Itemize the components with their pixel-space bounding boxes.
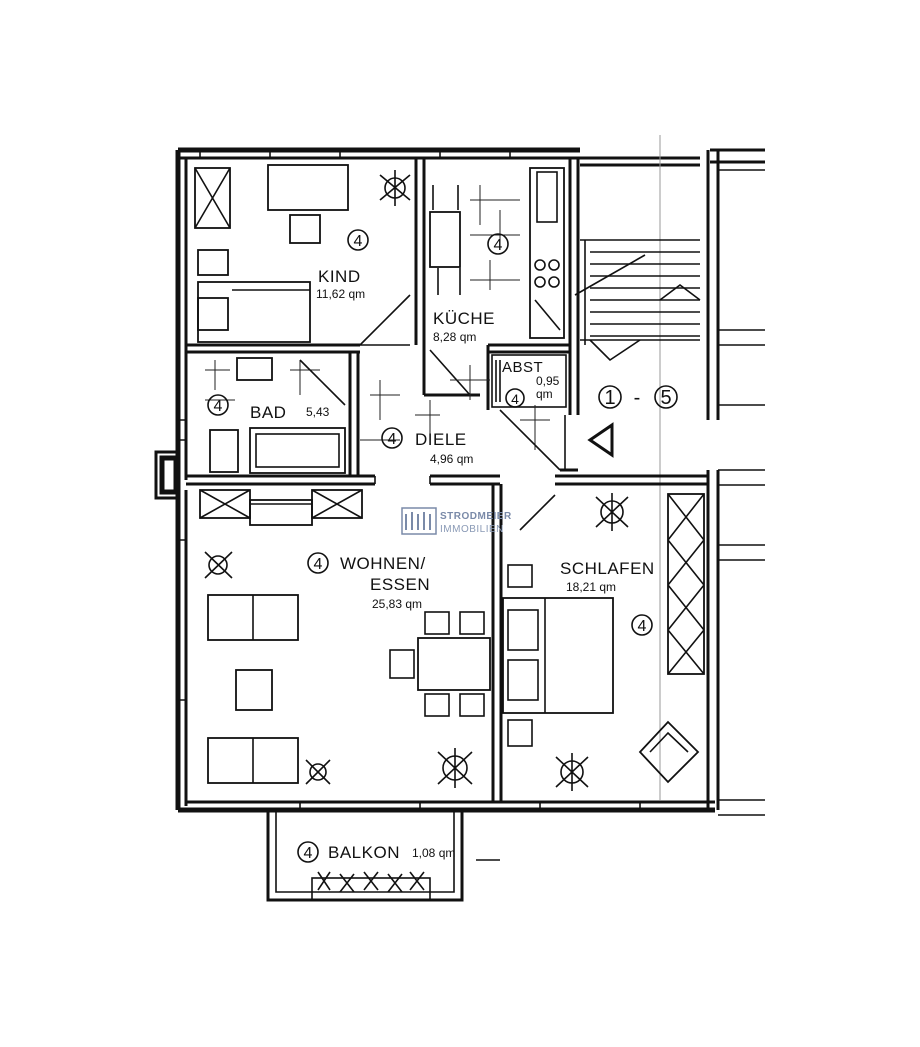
schlafen-furniture [502, 493, 705, 791]
room-wohnen-name-line1: WOHNEN/ [340, 554, 426, 573]
plant-icon [437, 748, 473, 788]
kueche-furniture [429, 167, 565, 396]
plant-icon [204, 551, 233, 579]
room-abst-area-value: 0,95 [536, 374, 560, 388]
room-schlafen-level: 4 [638, 618, 647, 635]
stair-to-label: 5 [660, 387, 671, 409]
room-abst: ABST 0,95 qm 4 [502, 359, 560, 408]
stair-from-label: 1 [604, 387, 615, 409]
plant-icon [595, 493, 629, 531]
plant-icon [305, 759, 331, 785]
room-diele-level: 4 [388, 431, 397, 448]
room-bad-name: BAD [250, 403, 286, 422]
plant-icon [555, 753, 589, 791]
room-kind-area: 11,62 qm [316, 287, 365, 301]
room-wohnen-name-line2: ESSEN [370, 575, 430, 594]
room-wohnen-level: 4 [314, 556, 323, 573]
balkon [266, 810, 500, 902]
watermark-line2: IMMOBILIEN [440, 524, 504, 535]
room-schlafen: SCHLAFEN 18,21 qm 4 [560, 559, 655, 636]
room-bad: 4 BAD 5,43 [207, 394, 330, 422]
room-abst-level: 4 [511, 391, 519, 407]
room-abst-name: ABST [502, 359, 543, 376]
room-bad-level: 4 [214, 398, 223, 415]
room-abst-area-unit: qm [536, 387, 553, 401]
room-kind: 4 KIND 11,62 qm [316, 229, 369, 301]
room-kind-name: KIND [318, 267, 361, 286]
bad-furniture [205, 357, 346, 474]
kind-furniture [194, 164, 411, 346]
room-bad-area: 5,43 [306, 405, 330, 419]
room-diele: 4 DIELE 4,96 qm [381, 427, 473, 466]
room-kueche-area: 8,28 qm [433, 330, 476, 344]
room-balkon: 4 BALKON 1,08 qm [297, 841, 455, 863]
stair-separator: - [634, 387, 641, 409]
room-kind-level: 4 [354, 233, 363, 250]
planter-icon [311, 871, 431, 901]
interior-walls [186, 158, 708, 802]
watermark-line1: STRODMEIER [440, 511, 512, 522]
stairwell: 1 - 5 [574, 239, 701, 458]
room-balkon-name: BALKON [328, 843, 400, 862]
room-diele-name: DIELE [415, 430, 467, 449]
abst-furniture [491, 354, 567, 408]
room-wohnen-area: 25,83 qm [372, 597, 422, 611]
room-kueche: 4 KÜCHE 8,28 qm [433, 233, 509, 344]
watermark-logo: STRODMEIER IMMOBILIEN [401, 507, 512, 535]
room-schlafen-name: SCHLAFEN [560, 559, 655, 578]
plant-icon [379, 170, 411, 206]
room-diele-area: 4,96 qm [430, 452, 473, 466]
room-kueche-name: KÜCHE [433, 309, 495, 328]
room-wohnen-essen: 4 WOHNEN/ ESSEN 25,83 qm [307, 552, 430, 611]
windows [178, 150, 641, 810]
room-schlafen-area: 18,21 qm [566, 580, 616, 594]
diele-details [360, 365, 561, 484]
wohnen-furniture [199, 489, 491, 788]
room-balkon-level: 4 [304, 845, 313, 862]
room-balkon-area: 1,08 qm [412, 846, 455, 860]
room-kueche-level: 4 [494, 237, 503, 254]
